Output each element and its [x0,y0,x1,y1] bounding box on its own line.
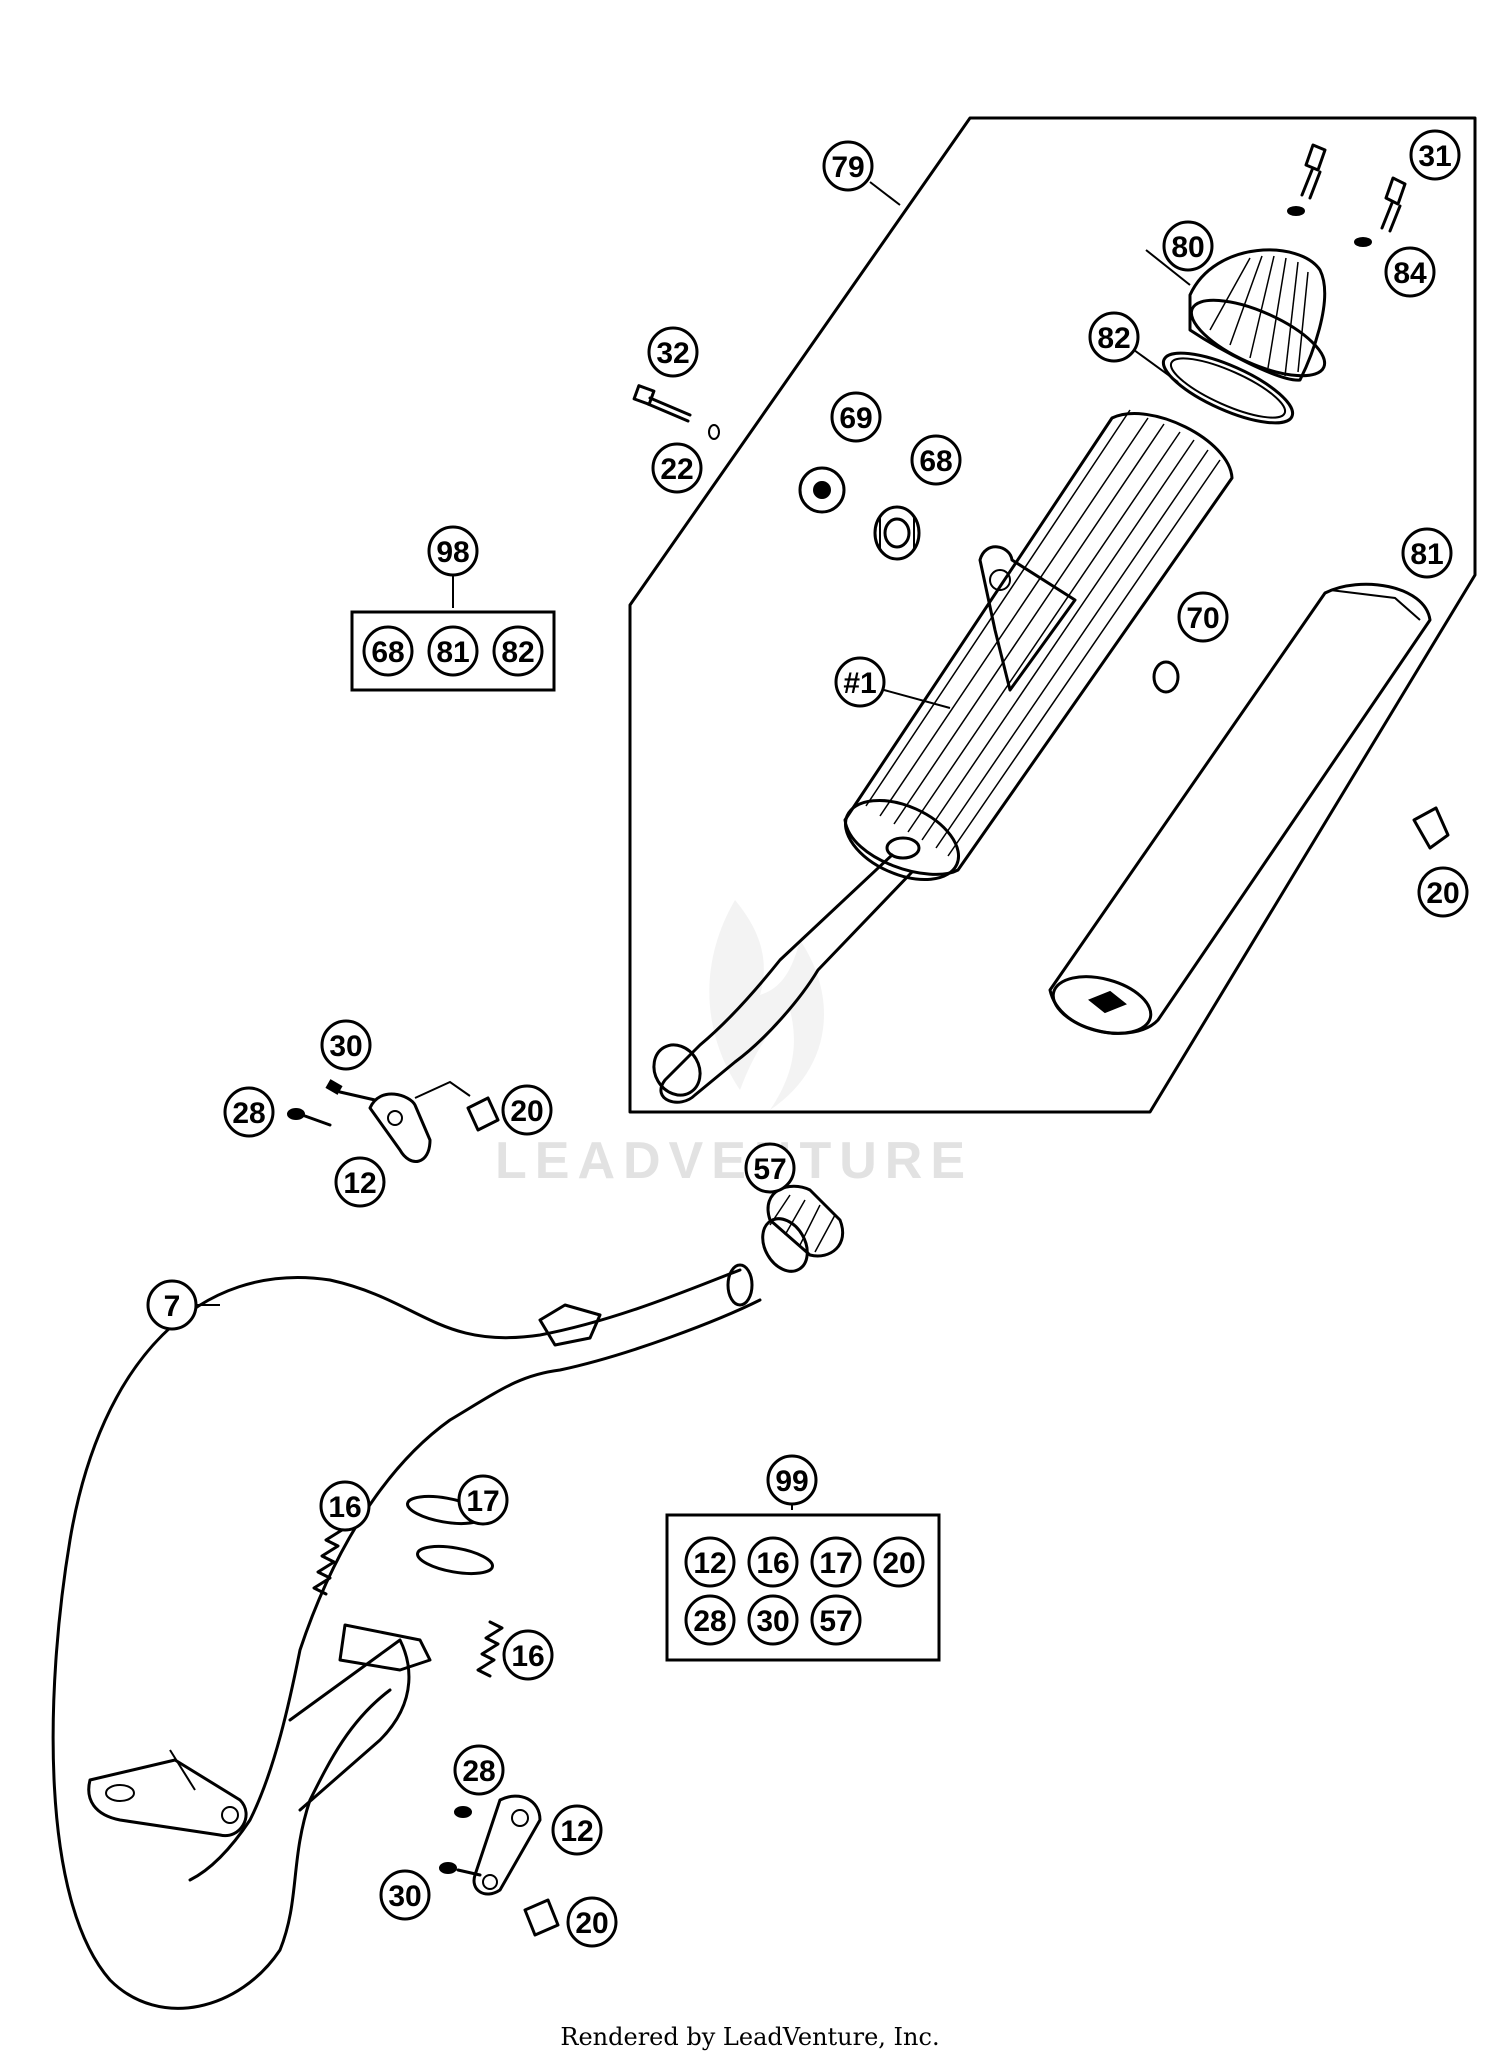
kit-99-box: 12 16 17 20 28 30 57 [665,1513,941,1662]
svg-text:70: 70 [1186,602,1219,635]
svg-text:30: 30 [388,1880,421,1913]
svg-text:84: 84 [1393,257,1427,290]
kit-99-item: 16 [756,1547,789,1580]
kit-98-item: 82 [501,636,534,669]
svg-text:30: 30 [329,1030,362,1063]
watermark-text: LEADVENTURE [495,1132,973,1190]
svg-text:28: 28 [232,1097,265,1130]
exhaust-springs [312,1523,504,1678]
callout-7: 7 [146,1279,198,1331]
footer-credit: Rendered by LeadVenture, Inc. [560,2023,939,2051]
callout-22: 22 [651,442,703,494]
callout-20-upper: 20 [501,1084,553,1136]
callout-84: 84 [1384,246,1436,298]
svg-text:#1: #1 [843,667,876,700]
kit-99-item: 57 [819,1605,852,1638]
kit-99-item: 30 [756,1605,789,1638]
exhaust-pipe [51,1263,762,2010]
lower-mount-bracket [439,1794,560,1937]
svg-text:31: 31 [1418,140,1451,173]
kit-98-item: 68 [371,636,404,669]
callout-28-lower: 28 [453,1744,505,1796]
svg-text:82: 82 [1097,322,1130,355]
watermark-logo [709,900,824,1110]
svg-text:20: 20 [575,1907,608,1940]
callout-31: 31 [1409,129,1461,181]
kit-99-item: 20 [882,1547,915,1580]
callout-70: 70 [1177,591,1229,643]
svg-text:12: 12 [343,1167,376,1200]
svg-text:68: 68 [919,445,952,478]
svg-text:16: 16 [511,1640,544,1673]
end-cap-gasket [1161,351,1295,425]
callout-20-silencer: 20 [1417,866,1469,918]
callout-1: #1 [834,656,886,708]
svg-text:22: 22 [660,453,693,486]
callout-30-lower: 30 [379,1869,431,1921]
exhaust-sleeve [761,1184,845,1273]
rubber-grommets [798,466,921,561]
callout-98: 98 [427,525,479,577]
silencer-packing [1048,582,1432,1035]
upper-mount-bracket [287,1079,500,1163]
leader-lines [195,181,1191,1510]
callout-80: 80 [1162,220,1214,272]
svg-text:98: 98 [436,536,469,569]
callout-79: 79 [822,140,874,192]
kit-99-item: 12 [693,1547,726,1580]
callout-81: 81 [1401,527,1453,579]
bushing [1152,660,1180,694]
callout-16-top: 16 [319,1480,371,1532]
spring-clip [1412,806,1450,850]
callout-30-upper: 30 [320,1019,372,1071]
svg-text:99: 99 [775,1465,808,1498]
callout-32: 32 [647,326,699,378]
svg-text:81: 81 [1410,538,1443,571]
callout-20-lower: 20 [566,1896,618,1948]
callout-69: 69 [830,391,882,443]
svg-text:69: 69 [839,402,872,435]
silencer-body [652,409,1234,1104]
svg-text:16: 16 [328,1491,361,1524]
svg-text:7: 7 [164,1290,181,1323]
svg-text:32: 32 [656,337,689,370]
silencer-mount-screw [632,384,720,440]
kit-98-item: 81 [436,636,469,669]
kit-98-box: 68 81 82 [350,610,556,692]
callout-57: 57 [744,1142,796,1194]
callout-99: 99 [766,1454,818,1506]
svg-text:17: 17 [466,1485,499,1518]
callout-82: 82 [1088,311,1140,363]
callout-28-upper: 28 [223,1086,275,1138]
callout-68: 68 [910,434,962,486]
end-cap [1188,248,1327,382]
kit-99-item: 28 [693,1605,726,1638]
svg-text:28: 28 [462,1755,495,1788]
kit-99-item: 17 [819,1547,852,1580]
svg-text:20: 20 [510,1095,543,1128]
svg-text:79: 79 [831,151,864,184]
svg-text:20: 20 [1426,877,1459,910]
end-cap-screws [1287,143,1407,247]
callout-17: 17 [457,1474,509,1526]
callout-16-bottom: 16 [502,1629,554,1681]
callout-12-lower: 12 [551,1804,603,1856]
silencer-assembly-outline [628,116,1477,1114]
svg-text:80: 80 [1171,231,1204,264]
svg-text:12: 12 [560,1815,593,1848]
callout-12-upper: 12 [334,1156,386,1208]
svg-text:57: 57 [753,1153,786,1186]
